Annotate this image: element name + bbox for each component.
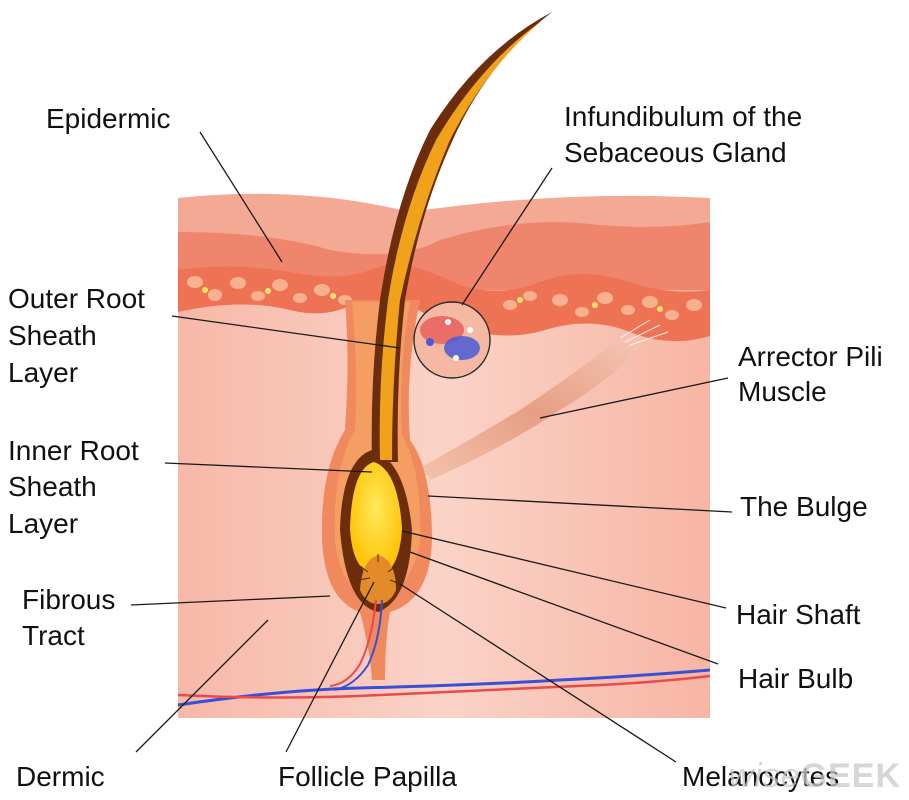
label-fibrous-line1: Fibrous [22,584,115,615]
watermark-logo: wiseGEEK [729,757,901,796]
label-fibrous-line2: Tract [22,620,85,651]
hair-bulb-core [350,462,402,578]
diagram-labels: Epidermic Infundibulum of the Sebaceous … [8,101,883,792]
label-hair-shaft: Hair Shaft [736,599,861,630]
label-inner-root-line3: Layer [8,508,78,539]
label-arrector-line2: Muscle [738,376,827,407]
epidermis-band [178,222,710,290]
label-the-bulge: The Bulge [740,491,868,522]
label-inner-root-line2: Sheath [8,471,97,502]
label-outer-root-line2: Sheath [8,320,97,351]
label-outer-root-line3: Layer [8,357,78,388]
basal-cell-layer [178,262,710,342]
vein-vessel [177,668,711,707]
cell-dots [187,276,702,320]
label-epidermic: Epidermic [46,103,170,134]
label-outer-root-line1: Outer Root [8,283,145,314]
leader-lines [130,131,733,763]
label-dermic: Dermic [16,761,105,792]
label-infundibulum-line1: Infundibulum of the [564,101,802,132]
label-inner-root-line1: Inner Root [8,435,139,466]
melanocyte-cells [357,554,401,585]
watermark-part2: GEEK [800,757,901,795]
arrector-pili-muscle [420,338,640,480]
artery-vessel [177,674,711,699]
hair-shaft-core [379,22,540,460]
label-hair-bulb: Hair Bulb [738,663,853,694]
label-arrector-line1: Arrector Pili [738,341,883,372]
sebaceous-gland-cells [420,316,480,361]
label-follicle-papilla: Follicle Papilla [278,761,457,792]
label-melanocytes: Melanocytes [682,761,839,792]
papilla-vessel-red [329,599,377,687]
cell-dots-yellow [202,287,663,312]
papilla-vessel-blue [334,599,383,691]
watermark-part1: wise [728,757,801,795]
label-infundibulum-line2: Sebaceous Gland [564,137,787,168]
